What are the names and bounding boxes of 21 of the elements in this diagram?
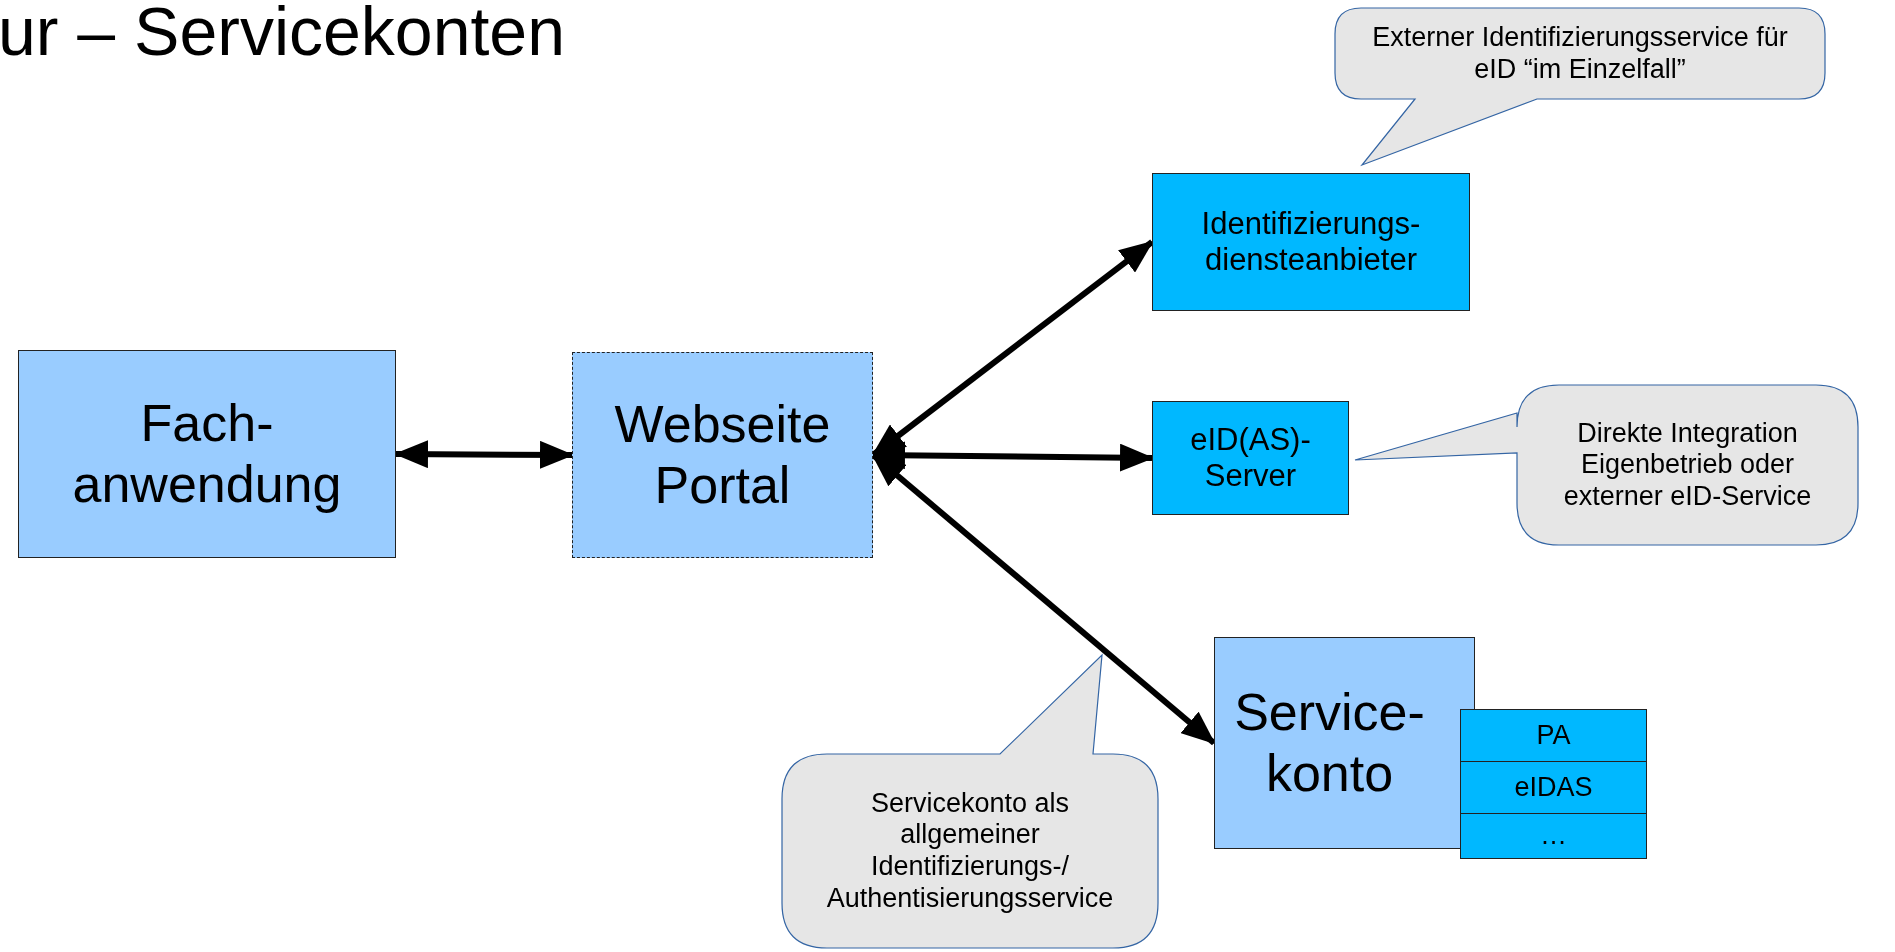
callout-text: Direkte Integration Eigenbetrieb oder externer eID-Service — [1562, 417, 1813, 513]
process-box — [1214, 637, 1475, 849]
process-box — [1460, 709, 1647, 762]
box-label: Fach- anwendung — [71, 393, 343, 515]
process-box — [1460, 813, 1647, 859]
process-box — [1152, 401, 1349, 515]
box-label: Webseite Portal — [613, 394, 832, 516]
arrow — [394, 440, 574, 469]
process-box — [18, 350, 396, 558]
process-box — [1460, 761, 1647, 814]
process-box — [1152, 173, 1470, 311]
box-label: Identifizierungs- diensteanbieter — [1200, 205, 1422, 279]
page-title: ur – Servicekonten — [0, 0, 565, 68]
box-label: … — [1539, 820, 1568, 852]
box-label: eID(AS)- Server — [1189, 421, 1312, 495]
box-label: PA — [1535, 719, 1572, 752]
callout-text: Externer Identifizierungsservice für eID “im Einzelfall” — [1371, 21, 1789, 86]
callout-text: Servicekonto als allgemeiner Identifizierungs-/ Authentisierungsservice — [825, 787, 1115, 915]
box-label: eIDAS — [1513, 771, 1594, 804]
box-label: Service- konto — [1233, 682, 1426, 804]
process-box — [572, 352, 873, 558]
